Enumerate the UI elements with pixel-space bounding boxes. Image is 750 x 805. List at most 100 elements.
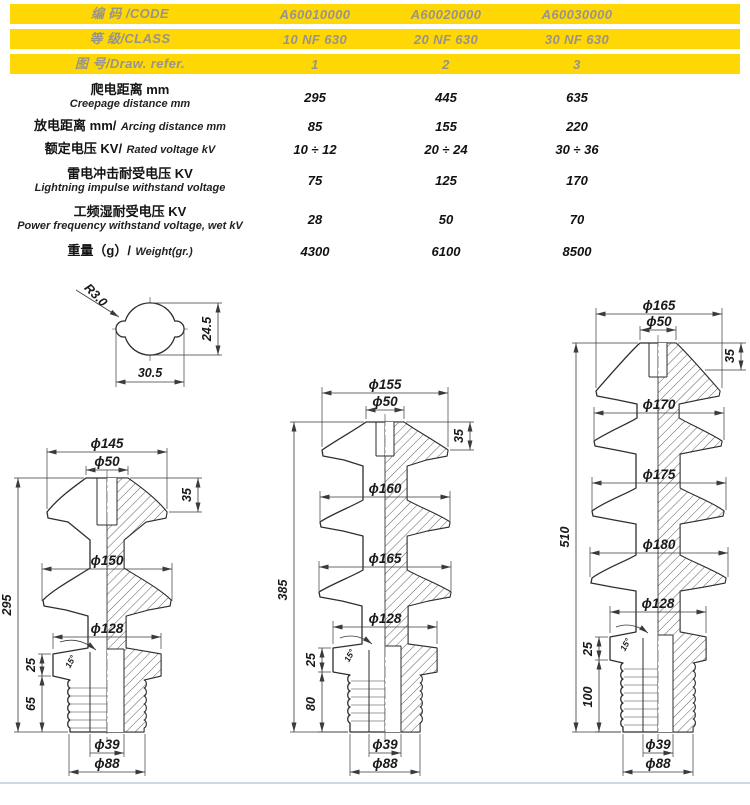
figure1-insulator: ϕ145 ϕ50 35 ϕ150 295: [0, 436, 202, 776]
fig2-label-collar: ϕ128: [369, 611, 402, 626]
fig3-dim-shed4: ϕ180: [589, 537, 729, 577]
spec-row-arcing: 放电距离 mm/ Arcing distance mm 85 155 220: [0, 115, 750, 138]
row-label-draw-ref: 图 号/Draw. refer.: [75, 55, 185, 71]
code-value-1: A60010000: [279, 6, 351, 22]
fig3-label-collar-height: 25: [581, 641, 595, 657]
fig1-label-base: ϕ88: [94, 756, 120, 771]
fig3-label-shed3: ϕ175: [643, 467, 676, 482]
fig1-label-thread-height: 65: [24, 696, 38, 711]
fig1-dim-thread-height: 65: [24, 676, 45, 732]
code-value-3: A60030000: [541, 6, 613, 22]
drawref-value-1: 1: [311, 56, 319, 72]
fig2-label-shed3: ϕ165: [369, 551, 402, 566]
fig3-label-base: ϕ88: [645, 756, 671, 771]
fig1-dim-top: ϕ50: [85, 454, 129, 475]
weight-value-3: 8500: [562, 243, 592, 259]
band-row-code: 编 码 /CODE A60010000 A60020000 A60030000: [10, 4, 740, 24]
fig2-label-top: ϕ50: [372, 394, 398, 409]
fig2-label-thread-height: 80: [304, 697, 318, 711]
fig1-label-shed1: ϕ145: [91, 436, 124, 451]
lightning-value-3: 170: [566, 173, 588, 188]
fig3-dim-hole: ϕ39: [642, 734, 674, 757]
fig3-dim-cap-height: 35: [678, 342, 746, 371]
fig3-label-cap-height: 35: [723, 348, 737, 363]
spec-row-weight: 重量（g）/ Weight(gr.) 4300 6100 8500: [0, 238, 750, 264]
figure3-section-hatch: [657, 342, 727, 733]
power-freq-value-1: 28: [307, 211, 323, 227]
fig1-label-top: ϕ50: [94, 454, 120, 469]
fig2-dim-collar: ϕ128: [332, 611, 438, 644]
fig1-dim-shed2: ϕ150: [41, 553, 173, 601]
lightning-value-2: 125: [435, 173, 457, 188]
fig3-label-thread-height: 100: [581, 687, 595, 708]
footer-rule: [0, 782, 750, 784]
fig2-dim-hole: ϕ39: [368, 734, 402, 757]
dim-label-radius: R3.0: [82, 281, 111, 310]
fig1-label-shed2: ϕ150: [91, 553, 124, 568]
fig3-dim-shed2: ϕ170: [593, 397, 725, 440]
row-label-code: 编 码 /CODE: [91, 5, 169, 21]
creepage-value-1: 295: [304, 89, 326, 105]
fig3-dim-total-height: 510: [558, 342, 638, 733]
power-freq-value-2: 50: [438, 211, 454, 227]
fig2-dim-shed1: ϕ155: [321, 377, 449, 447]
fig3-dim-shed1: ϕ165: [595, 298, 723, 388]
dim-radius: R3.0: [75, 281, 120, 318]
fig1-dim-total-height: 295: [0, 477, 84, 733]
fig3-dim-top: ϕ50: [639, 314, 677, 340]
technical-drawings: R3.0 24.5 30.5: [0, 281, 746, 776]
row-label-creepage: 爬电距离 mm Creepage distance mm: [69, 82, 191, 111]
rated-voltage-value-1: 10 ÷ 12: [293, 142, 337, 157]
fig3-label-hole: ϕ39: [645, 737, 671, 752]
fig1-label-hole: ϕ39: [94, 737, 120, 752]
fig1-dim-collar: ϕ128: [52, 621, 162, 649]
fig1-label-total-height: 295: [0, 594, 14, 617]
creepage-value-2: 445: [435, 89, 457, 105]
fig1-dim-cap-height: 35: [130, 477, 202, 513]
arcing-value-1: 85: [307, 119, 323, 134]
spec-row-power-frequency: 工频湿耐受电压 KV Power frequency withstand vol…: [0, 200, 750, 238]
row-label-weight: 重量（g）/ Weight(gr.): [67, 242, 193, 258]
fig2-dim-thread-height: 80: [304, 672, 348, 733]
rated-voltage-value-3: 30 ÷ 36: [555, 142, 599, 157]
fig2-dim-top: ϕ50: [365, 394, 405, 419]
weight-value-1: 4300: [300, 243, 330, 259]
fig3-label-shed2: ϕ170: [643, 397, 676, 412]
creepage-value-3: 635: [566, 89, 588, 105]
fig2-dim-shed3: ϕ165: [318, 551, 452, 591]
section-profile-view: R3.0 24.5 30.5: [75, 281, 222, 387]
code-value-2: A60020000: [410, 6, 482, 22]
row-label-rated-voltage: 额定电压 KV/ Rated voltage kV: [44, 141, 216, 157]
spec-row-creepage: 爬电距离 mm Creepage distance mm 295 445 635: [0, 79, 750, 115]
class-value-1: 10 NF 630: [282, 31, 348, 47]
fig3-label-total-height: 510: [558, 527, 572, 548]
fig2-dim-shed2: ϕ160: [319, 481, 451, 521]
fig1-label-collar: ϕ128: [91, 621, 124, 636]
rated-voltage-value-2: 20 ÷ 24: [424, 142, 468, 157]
row-label-class: 等 级/CLASS: [89, 30, 171, 46]
spec-table: 编 码 /CODE A60010000 A60020000 A60030000 …: [0, 0, 750, 264]
fig1-dim-shed1: ϕ145: [46, 436, 168, 509]
fig2-dim-base: ϕ88: [349, 734, 421, 776]
lightning-value-1: 75: [307, 173, 323, 188]
fig3-label-collar: ϕ128: [642, 596, 675, 611]
fig2-label-base: ϕ88: [372, 756, 398, 771]
dim-label-profile-width: 30.5: [138, 366, 163, 380]
arcing-value-3: 220: [566, 119, 588, 134]
fig2-label-cap-height: 35: [452, 428, 466, 443]
figure2-insulator: ϕ155 ϕ50 35 ϕ160 ϕ165: [276, 377, 474, 776]
class-value-2: 20 NF 630: [413, 31, 479, 47]
class-value-3: 30 NF 630: [544, 31, 610, 47]
fig3-dim-collar-height: 25: [581, 636, 608, 661]
band-row-class: 等 级/CLASS 10 NF 630 20 NF 630 30 NF 630: [10, 29, 740, 49]
spec-row-rated-voltage: 额定电压 KV/ Rated voltage kV 10 ÷ 12 20 ÷ 2…: [0, 138, 750, 161]
arcing-value-2: 155: [435, 119, 457, 134]
fig1-dim-base: ϕ88: [68, 734, 146, 776]
fig2-label-shed1: ϕ155: [369, 377, 402, 392]
fig2-dim-collar-height: 25: [304, 647, 331, 673]
figure3-insulator: ϕ165 ϕ50 35 ϕ170 ϕ175: [558, 298, 746, 776]
row-label-power-frequency: 工频湿耐受电压 KV Power frequency withstand vol…: [17, 204, 243, 233]
fig2-label-hole: ϕ39: [372, 737, 398, 752]
band-row-draw-ref: 图 号/Draw. refer. 1 2 3: [10, 54, 740, 74]
